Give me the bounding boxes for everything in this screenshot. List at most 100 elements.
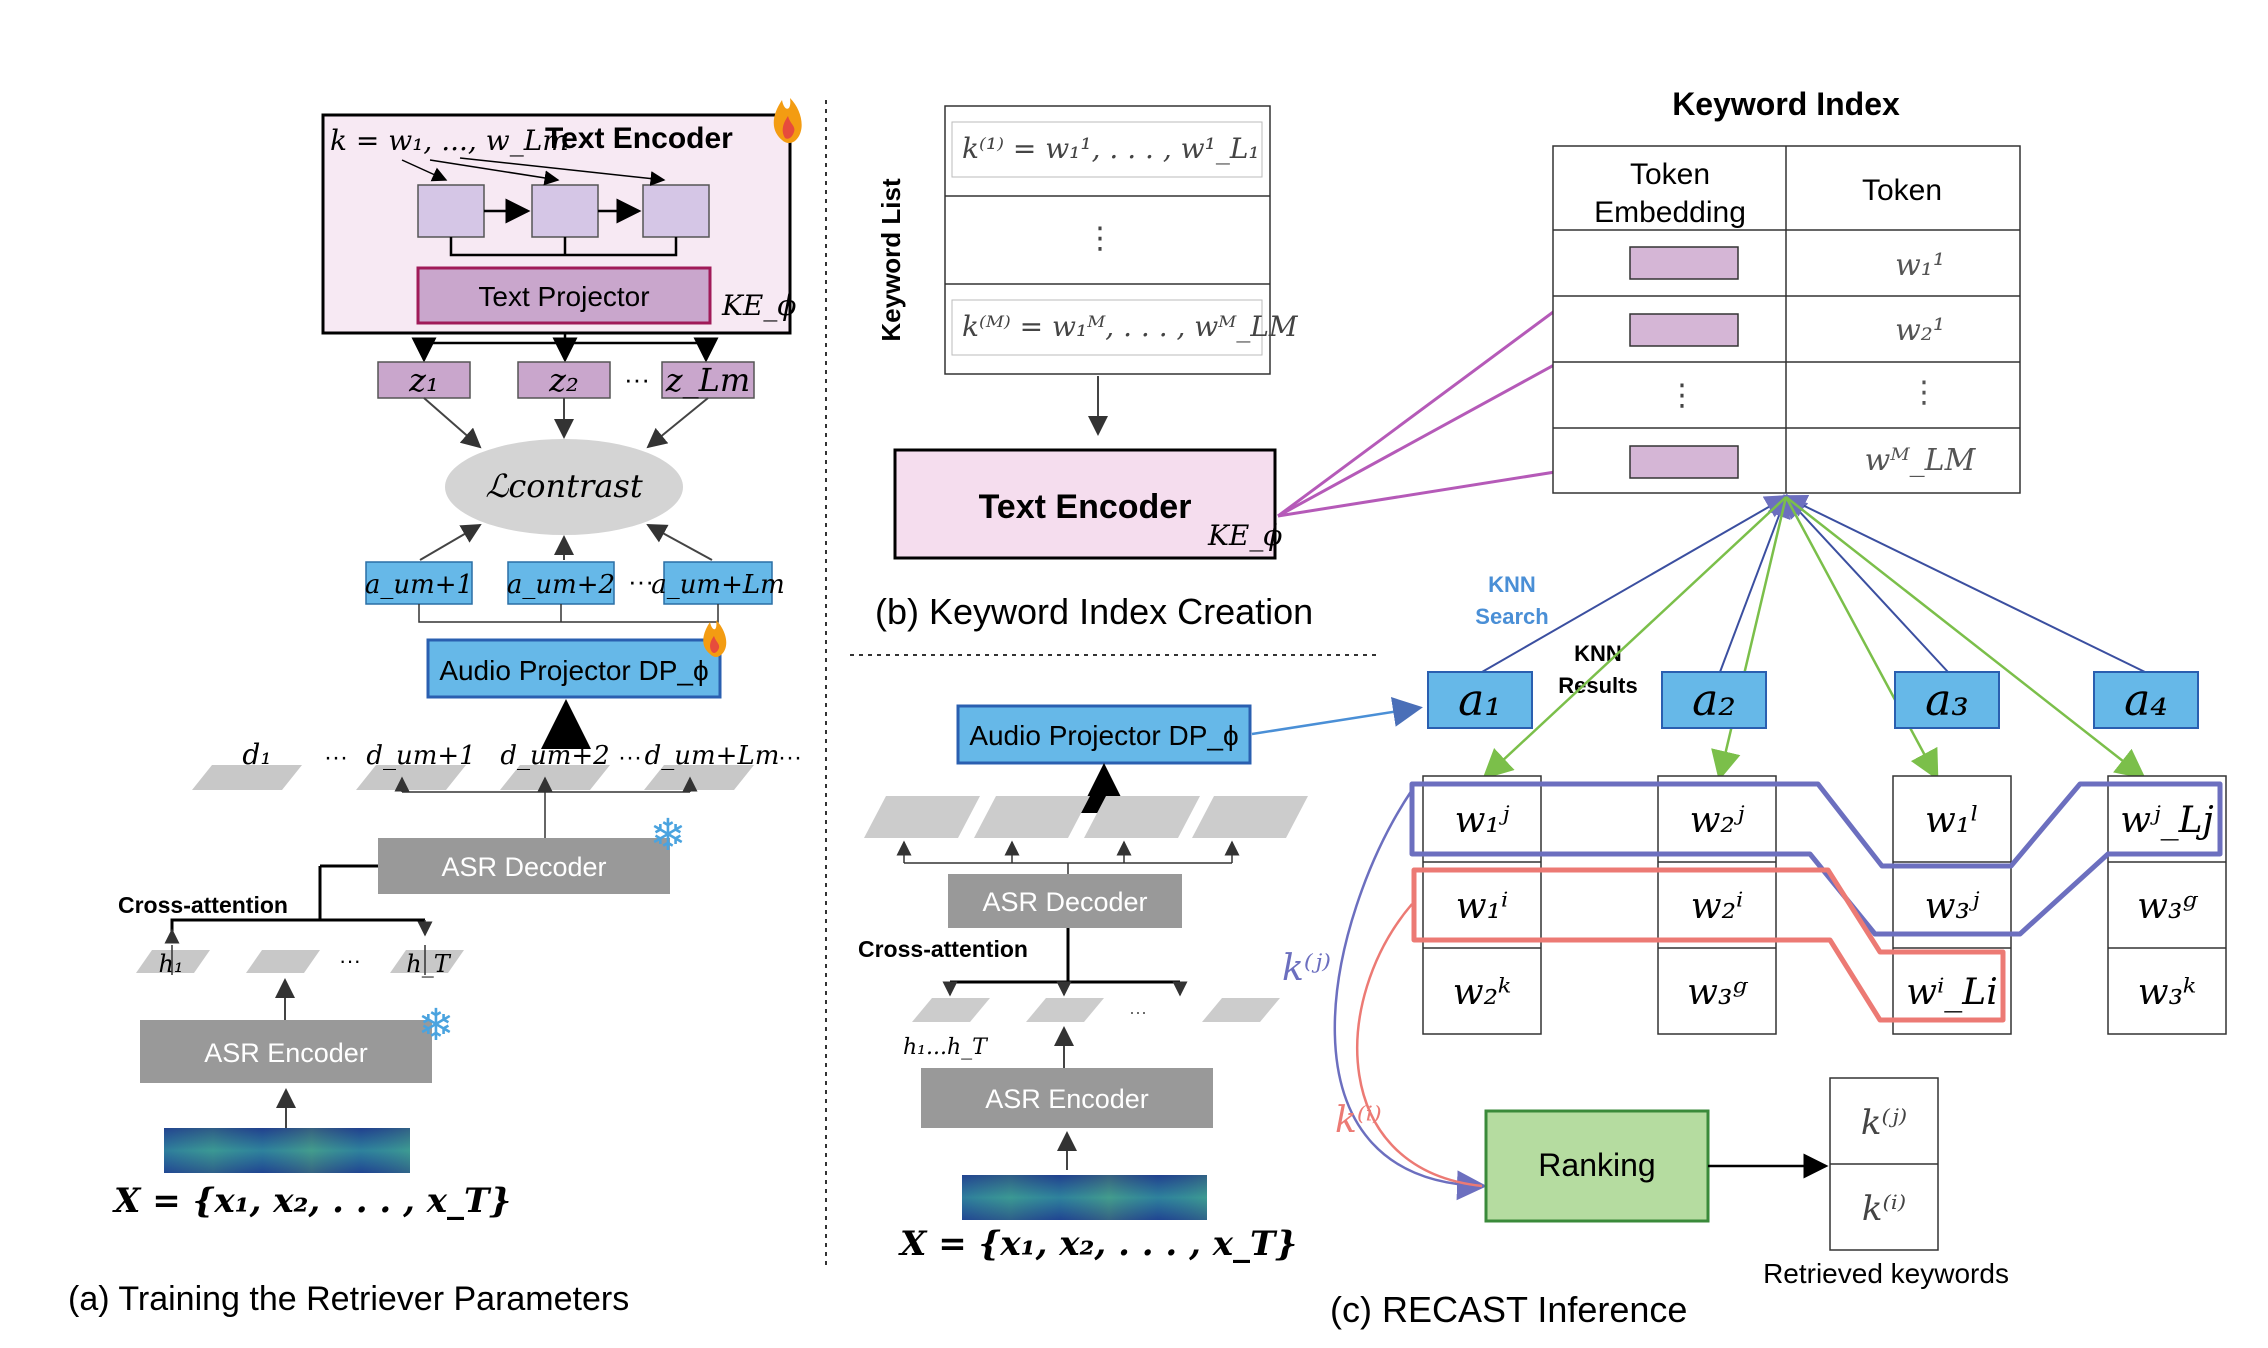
flame-icon bbox=[773, 98, 802, 143]
a-box-1 bbox=[1427, 671, 1533, 729]
keyword-index-title: Keyword Index bbox=[1672, 86, 1900, 122]
cand-1-1: w₁ʲ bbox=[1455, 800, 1510, 841]
cand-1-2: w₁ⁱ bbox=[1456, 886, 1509, 927]
z-token-1 bbox=[377, 361, 471, 399]
z-token-3-label: z_Lm bbox=[665, 361, 750, 399]
a-token-3-label: a_um+Lm bbox=[651, 570, 785, 600]
index-token-3: ⋮ bbox=[1909, 376, 1939, 409]
h-token-2: h_T bbox=[406, 950, 451, 978]
d-token-3: d_um+2 bbox=[500, 741, 609, 771]
asr-decoder-b bbox=[948, 874, 1182, 928]
ke-phi-b: KE_ϕ bbox=[1207, 519, 1282, 552]
a-box-2 bbox=[1661, 671, 1767, 729]
a-box-4 bbox=[2093, 671, 2199, 729]
encoder-cell-2 bbox=[531, 184, 599, 238]
col-token-header: Token bbox=[1862, 174, 1942, 207]
a-ellipsis: ··· bbox=[628, 566, 654, 596]
ranking-label: Ranking bbox=[1538, 1147, 1655, 1183]
a-box-2-label: a₂ bbox=[1692, 675, 1736, 726]
d-tokens-row bbox=[192, 765, 754, 790]
asr-decoder-label-a: ASR Decoder bbox=[441, 852, 606, 882]
ki-label: k⁽ⁱ⁾ bbox=[1335, 1100, 1382, 1141]
panel-b: Keyword List k⁽¹⁾ = w₁¹, . . . , w¹_L₁ ⋮… bbox=[876, 105, 1299, 560]
cand-4-2: w₃ᵍ bbox=[2137, 886, 2198, 927]
z-token-2-label: z₂ bbox=[548, 361, 579, 399]
audio-projector-label-b: Audio Projector DP_ϕ bbox=[969, 720, 1238, 751]
panel-c: KNN Search KNN Results a₁ a₂ a₃ a₄ w₁ʲ w… bbox=[1282, 493, 2227, 1289]
retrieved-2: k⁽ⁱ⁾ bbox=[1862, 1189, 1906, 1229]
embedding-vdots: ⋮ bbox=[1667, 379, 1697, 412]
asr-encoder-label-a: ASR Encoder bbox=[204, 1038, 368, 1068]
d-token-ellipsis-1: ··· bbox=[324, 744, 348, 771]
text-encoder-b bbox=[893, 448, 1277, 560]
candidate-column-2: w₂ʲ w₂ⁱ w₃ᵍ bbox=[1657, 775, 1777, 1035]
encoder-cell-1 bbox=[417, 184, 485, 238]
embedding-1 bbox=[1629, 246, 1739, 280]
embedding-2 bbox=[1629, 313, 1739, 347]
candidate-column-3: w₁ˡ w₃ʲ wⁱ_Li bbox=[1892, 775, 2012, 1035]
h-tokens-row bbox=[136, 950, 464, 973]
flame-icon-2 bbox=[703, 620, 727, 657]
index-token-1: w₁¹ bbox=[1895, 248, 1945, 283]
text-encoder-title: Text Encoder bbox=[545, 122, 733, 155]
contrast-loss-ellipse bbox=[445, 439, 683, 535]
keyword-index: Keyword Index Token Embedding Token ⋮ w₁… bbox=[1552, 86, 2021, 494]
snowflake-icon-2: ❄ bbox=[418, 1001, 455, 1050]
b-h-label: h₁...h_T bbox=[903, 1035, 989, 1060]
snowflake-icon-1: ❄ bbox=[650, 811, 687, 860]
cross-attention-label-a: Cross-attention bbox=[118, 892, 288, 918]
keyword-formula: k = w₁, ..., w_Lm bbox=[330, 124, 569, 157]
keyword-path-i bbox=[1411, 867, 2006, 1023]
candidate-column-4: wʲ_Lj w₃ᵍ w₃ᵏ bbox=[2107, 775, 2227, 1035]
keyword-path-j bbox=[1409, 781, 2223, 937]
text-encoder-b-label: Text Encoder bbox=[979, 488, 1192, 526]
cand-1-3: w₂ᵏ bbox=[1453, 972, 1511, 1013]
panel-a: k = w₁, ..., w_Lm Text Encoder Text Proj… bbox=[112, 98, 802, 1221]
h-ellipsis: ··· bbox=[339, 948, 361, 973]
cand-2-3: w₃ᵍ bbox=[1687, 972, 1748, 1013]
asr-encoder-a bbox=[140, 1020, 432, 1083]
contrast-loss-label: ℒcontrast bbox=[485, 467, 643, 505]
asr-encoder-label-b: ASR Encoder bbox=[985, 1084, 1149, 1114]
z-ellipsis: ··· bbox=[624, 364, 650, 394]
a-box-3 bbox=[1894, 671, 2000, 729]
d-token-2: d_um+1 bbox=[366, 741, 475, 771]
input-formula-a: X = {x₁, x₂, . . . , x_T} bbox=[112, 1181, 511, 1221]
knn-results-label-2: Results bbox=[1558, 673, 1637, 698]
index-token-4: wᴹ_LM bbox=[1865, 443, 1977, 478]
cand-2-2: w₂ⁱ bbox=[1691, 886, 1744, 927]
kj-label: k⁽ʲ⁾ bbox=[1282, 948, 1331, 989]
a-token-3 bbox=[663, 561, 773, 605]
a-box-1-label: a₁ bbox=[1458, 675, 1502, 726]
candidate-column-1: w₁ʲ w₁ⁱ w₂ᵏ bbox=[1422, 775, 1542, 1035]
asr-encoder-b bbox=[921, 1068, 1213, 1128]
cand-3-1: w₁ˡ bbox=[1925, 800, 1979, 841]
ke-phi-label: KE_ϕ bbox=[721, 289, 796, 322]
input-formula-b: X = {x₁, x₂, . . . , x_T} bbox=[898, 1224, 1297, 1264]
a-token-1-label: a_um+1 bbox=[365, 570, 473, 600]
b-h-ellipsis: ··· bbox=[1129, 1002, 1147, 1022]
keyword-list-label: Keyword List bbox=[876, 178, 906, 342]
cand-4-3: w₃ᵏ bbox=[2138, 972, 2196, 1013]
index-token-2: w₂¹ bbox=[1895, 313, 1945, 348]
z-token-1-label: z₁ bbox=[408, 361, 439, 399]
keyword-entry-middle: ⋮ bbox=[1085, 222, 1115, 255]
cand-3-3: wⁱ_Li bbox=[1906, 972, 1997, 1013]
knn-search-label-1: KNN bbox=[1488, 572, 1536, 597]
d-token-1: d₁ bbox=[242, 738, 271, 771]
retrieved-label: Retrieved keywords bbox=[1763, 1258, 2009, 1289]
cross-attention-label-b: Cross-attention bbox=[858, 936, 1028, 962]
h-token-1: h₁ bbox=[158, 950, 183, 978]
cand-4-1: wʲ_Lj bbox=[2120, 800, 2213, 841]
d-token-ellipsis-2: ··· bbox=[618, 744, 642, 771]
text-projector-box bbox=[416, 266, 712, 325]
cand-3-2: w₃ʲ bbox=[1925, 886, 1980, 927]
knn-search-label-2: Search bbox=[1475, 604, 1548, 629]
text-projector-label: Text Projector bbox=[478, 281, 649, 312]
col-embedding-header-2: Embedding bbox=[1594, 196, 1746, 229]
panel-b-lower: Audio Projector DP_ϕ ASR Decoder Cross-a… bbox=[858, 704, 1308, 1264]
caption-a: (a) Training the Retriever Parameters bbox=[68, 1280, 629, 1318]
a-box-3-label: a₃ bbox=[1925, 675, 1969, 726]
embedding-3 bbox=[1629, 445, 1739, 479]
a-token-1 bbox=[365, 561, 473, 605]
